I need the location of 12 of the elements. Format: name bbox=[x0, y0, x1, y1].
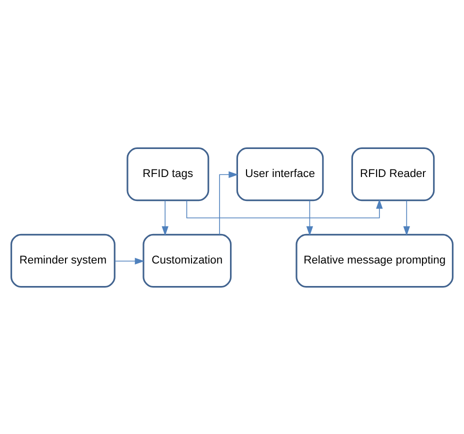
arrow bbox=[162, 200, 168, 236]
node-box: Reminder system bbox=[10, 233, 116, 288]
node-box: User interface bbox=[236, 146, 324, 201]
arrow bbox=[219, 170, 238, 235]
node-box: RFID tags bbox=[126, 146, 210, 201]
arrow bbox=[114, 257, 144, 264]
arrow bbox=[186, 198, 383, 218]
arrow bbox=[403, 200, 410, 236]
arrow bbox=[306, 200, 314, 236]
node-box: RFID Reader bbox=[351, 146, 435, 201]
node-box: Customization bbox=[142, 233, 232, 288]
node-box: Relative message prompting bbox=[296, 233, 454, 288]
